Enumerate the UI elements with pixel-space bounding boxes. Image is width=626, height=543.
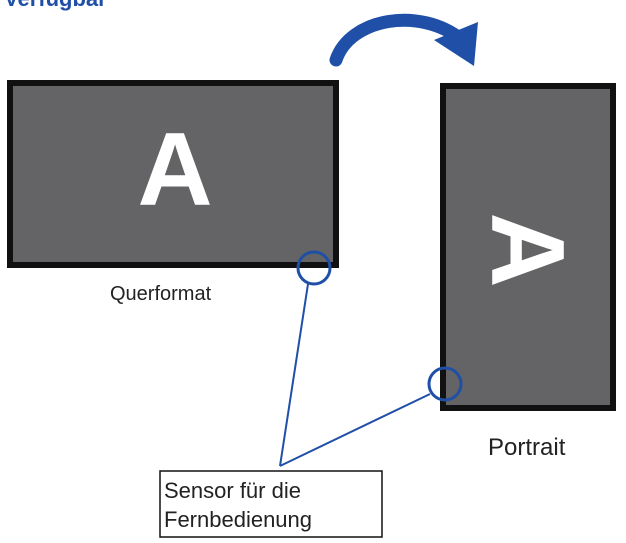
landscape-letter: A (137, 112, 212, 228)
landscape-sensor-marker (296, 250, 332, 286)
sensor-callout-box: Sensor für die Fernbedienung (159, 470, 383, 538)
callout-line-2: Fernbedienung (164, 507, 312, 532)
portrait-label: Portrait (488, 434, 566, 461)
landscape-screen: A (7, 80, 339, 268)
portrait-callout-line (279, 393, 431, 467)
portrait-screen: A (440, 83, 616, 411)
landscape-label: Querformat (110, 283, 212, 305)
portrait-sensor-marker (427, 366, 463, 402)
landscape-callout-line (279, 283, 309, 467)
header-title: Verfügbar (4, 0, 107, 11)
rotate-arrow-icon (329, 13, 478, 67)
portrait-letter: A (469, 212, 585, 287)
callout-line-1: Sensor für die (164, 478, 301, 503)
